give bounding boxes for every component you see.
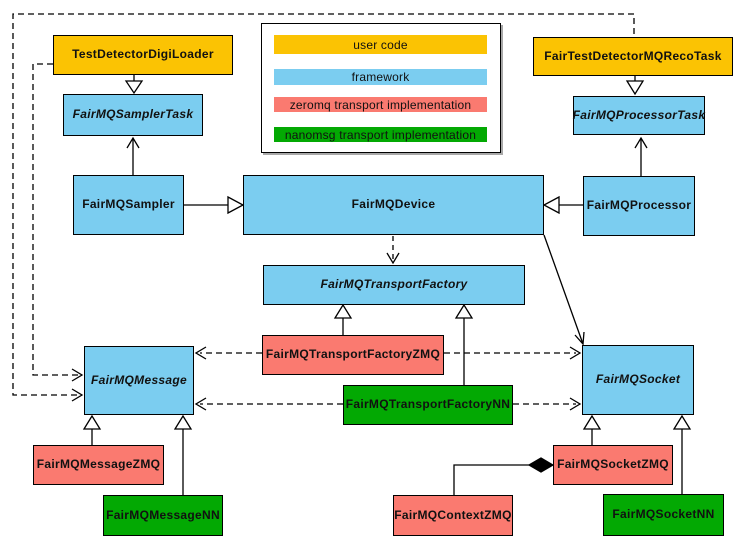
node-fairmqdevice: FairMQDevice (243, 175, 544, 235)
node-testdetectordigiloader: TestDetectorDigiLoader (53, 35, 233, 75)
edge-sampler-device (184, 195, 245, 215)
node-fairmqmessage: FairMQMessage (84, 346, 194, 415)
node-fairmqsamplertask: FairMQSamplerTask (63, 94, 203, 136)
edge-tfnn-socket (513, 397, 582, 411)
edge-tfzmq-transportfactory (333, 303, 353, 335)
edge-tfnn-transportfactory (454, 303, 474, 385)
node-fairmqtransportfactorynn: FairMQTransportFactoryNN (343, 385, 513, 425)
node-fairmqmessagenn: FairMQMessageNN (103, 495, 223, 536)
edge-digiloader-samplertask (124, 75, 144, 95)
node-fairmqsocket: FairMQSocket (582, 345, 694, 415)
edge-digiloader-message (32, 63, 84, 382)
edge-processor-device (542, 195, 583, 215)
edge-messagenn-message (173, 414, 193, 495)
edge-tfzmq-message (194, 346, 262, 360)
legend: user code framework zeromq transport imp… (261, 23, 501, 153)
edge-processor-processortask (634, 136, 648, 176)
edge-device-transportfactory (386, 236, 400, 265)
node-fairtestdetectormqrecotask: FairTestDetectorMQRecoTask (533, 37, 733, 76)
legend-item-nanomsg: nanomsg transport implementation (274, 127, 487, 142)
edge-device-socket (543, 234, 585, 346)
node-fairmqtransportfactory: FairMQTransportFactory (263, 265, 525, 305)
edge-tfnn-message (194, 397, 343, 411)
node-fairmqprocessor: FairMQProcessor (583, 176, 695, 236)
node-fairmqsocketnn: FairMQSocketNN (603, 494, 724, 536)
edge-sampler-samplertask (126, 136, 140, 175)
legend-item-user-code: user code (274, 35, 487, 54)
edge-recotask-message (12, 13, 635, 402)
node-fairmqmessagezmq: FairMQMessageZMQ (33, 445, 164, 485)
node-fairmqsocketzmq: FairMQSocketZMQ (553, 445, 673, 485)
edge-recotask-processortask (625, 76, 645, 96)
edge-tfzmq-socket (444, 346, 582, 360)
node-fairmqcontextzmq: FairMQContextZMQ (393, 495, 513, 536)
legend-item-framework: framework (274, 69, 487, 85)
legend-item-zeromq: zeromq transport implementation (274, 97, 487, 112)
edge-messagezmq-message (82, 414, 102, 445)
edge-socketzmq-contextzmq (453, 457, 555, 495)
edge-socketnn-socket (672, 414, 692, 494)
node-fairmqprocessortask: FairMQProcessorTask (573, 96, 705, 135)
node-fairmqsampler: FairMQSampler (73, 175, 184, 235)
edge-socketzmq-socket (582, 414, 602, 445)
node-fairmqtransportfactoryzmq: FairMQTransportFactoryZMQ (262, 335, 444, 375)
